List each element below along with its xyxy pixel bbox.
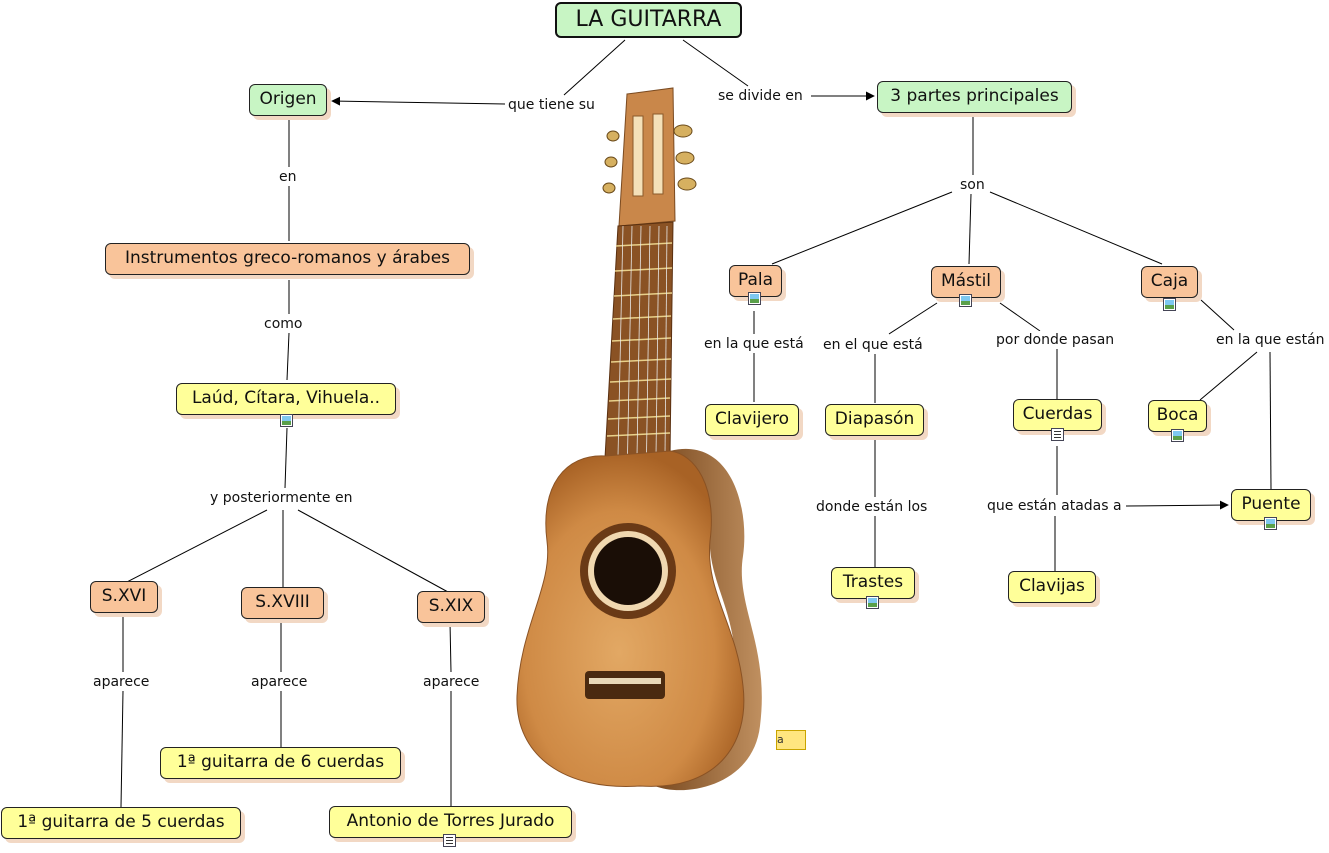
concept-label: Cuerdas — [1022, 404, 1093, 424]
image-resource-icon[interactable] — [280, 414, 293, 427]
concept-label: Caja — [1150, 271, 1189, 291]
concept-label: Clavijero — [715, 409, 789, 429]
concept-label: Antonio de Torres Jurado — [346, 811, 555, 831]
concept-s-xix[interactable]: S.XIX — [417, 591, 485, 623]
concept-label: Puente — [1241, 494, 1301, 514]
concept-label: Diapasón — [834, 409, 915, 429]
concept-clavijas[interactable]: Clavijas — [1008, 571, 1096, 603]
concept-s-xvi[interactable]: S.XVI — [90, 581, 158, 613]
link-en[interactable]: en — [276, 168, 300, 186]
concept-guitarra-6-cuerdas[interactable]: 1ª guitarra de 6 cuerdas — [160, 747, 401, 779]
link-en-la-que-esta[interactable]: en la que está — [701, 335, 807, 353]
concept-label: S.XVIII — [255, 592, 310, 612]
concept-instrumentos[interactable]: Instrumentos greco-romanos y árabes — [105, 243, 470, 275]
link-aparece[interactable]: aparece — [420, 673, 483, 691]
image-resource-icon[interactable] — [1264, 517, 1277, 530]
link-como[interactable]: como — [261, 315, 306, 333]
link-son[interactable]: son — [957, 176, 988, 194]
document-resource-icon[interactable] — [443, 834, 456, 847]
link-en-el-que-esta[interactable]: en el que está — [820, 336, 926, 354]
concept-label: 1ª guitarra de 5 cuerdas — [17, 812, 225, 832]
concept-label: Mástil — [940, 271, 992, 291]
concept-label: Pala — [737, 270, 774, 290]
concept-label: LA GUITARRA — [575, 7, 722, 32]
link-que-estan-atadas-a[interactable]: que están atadas a — [984, 497, 1125, 515]
concept-guitarra-5-cuerdas[interactable]: 1ª guitarra de 5 cuerdas — [1, 807, 241, 839]
concept-label: Boca — [1156, 405, 1199, 425]
concept-trastes[interactable]: Trastes — [831, 567, 915, 599]
concept-label: Origen — [259, 89, 317, 109]
concept-3-partes-principales[interactable]: 3 partes principales — [877, 81, 1072, 113]
image-resource-icon[interactable] — [959, 294, 972, 307]
concept-antonio-de-torres-jurado[interactable]: Antonio de Torres Jurado — [329, 806, 572, 838]
concept-label: 1ª guitarra de 6 cuerdas — [176, 752, 385, 772]
link-y-posteriormente-en[interactable]: y posteriormente en — [207, 489, 356, 507]
annotation-icon-label: a — [777, 733, 784, 746]
concept-label: Trastes — [842, 572, 904, 592]
link-aparece[interactable]: aparece — [90, 673, 153, 691]
concept-cuerdas[interactable]: Cuerdas — [1013, 399, 1102, 431]
concept-pala[interactable]: Pala — [729, 265, 782, 297]
concept-label: Instrumentos greco-romanos y árabes — [124, 248, 451, 268]
concept-caja[interactable]: Caja — [1141, 266, 1198, 298]
link-aparece[interactable]: aparece — [248, 673, 311, 691]
concept-label: 3 partes principales — [890, 86, 1059, 106]
image-resource-icon[interactable] — [1171, 429, 1184, 442]
concept-label: S.XIX — [428, 596, 474, 616]
concept-boca[interactable]: Boca — [1148, 400, 1207, 432]
link-que-tiene-su[interactable]: que tiene su — [505, 96, 598, 114]
concept-origen[interactable]: Origen — [249, 84, 327, 116]
concept-s-xviii[interactable]: S.XVIII — [241, 587, 324, 619]
guitar-illustration — [516, 87, 762, 791]
concept-laud-citara-vihuela[interactable]: Laúd, Cítara, Vihuela.. — [176, 383, 396, 415]
annotation-icon[interactable]: a — [776, 730, 806, 750]
image-resource-icon[interactable] — [1163, 298, 1176, 311]
concept-label: Clavijas — [1019, 576, 1085, 596]
concept-clavijero[interactable]: Clavijero — [705, 404, 799, 436]
concept-label: Laúd, Cítara, Vihuela.. — [191, 388, 381, 408]
concept-diapason[interactable]: Diapasón — [825, 404, 924, 436]
document-resource-icon[interactable] — [1051, 428, 1064, 441]
link-por-donde-pasan[interactable]: por donde pasan — [993, 331, 1118, 349]
link-en-la-que-estan[interactable]: en la que están — [1213, 331, 1328, 349]
concept-la-guitarra[interactable]: LA GUITARRA — [555, 2, 742, 38]
link-se-divide-en[interactable]: se divide en — [715, 87, 806, 105]
image-resource-icon[interactable] — [748, 292, 761, 305]
image-resource-icon[interactable] — [866, 596, 879, 609]
concept-label: S.XVI — [101, 586, 147, 606]
link-donde-estan-los[interactable]: donde están los — [813, 498, 931, 516]
